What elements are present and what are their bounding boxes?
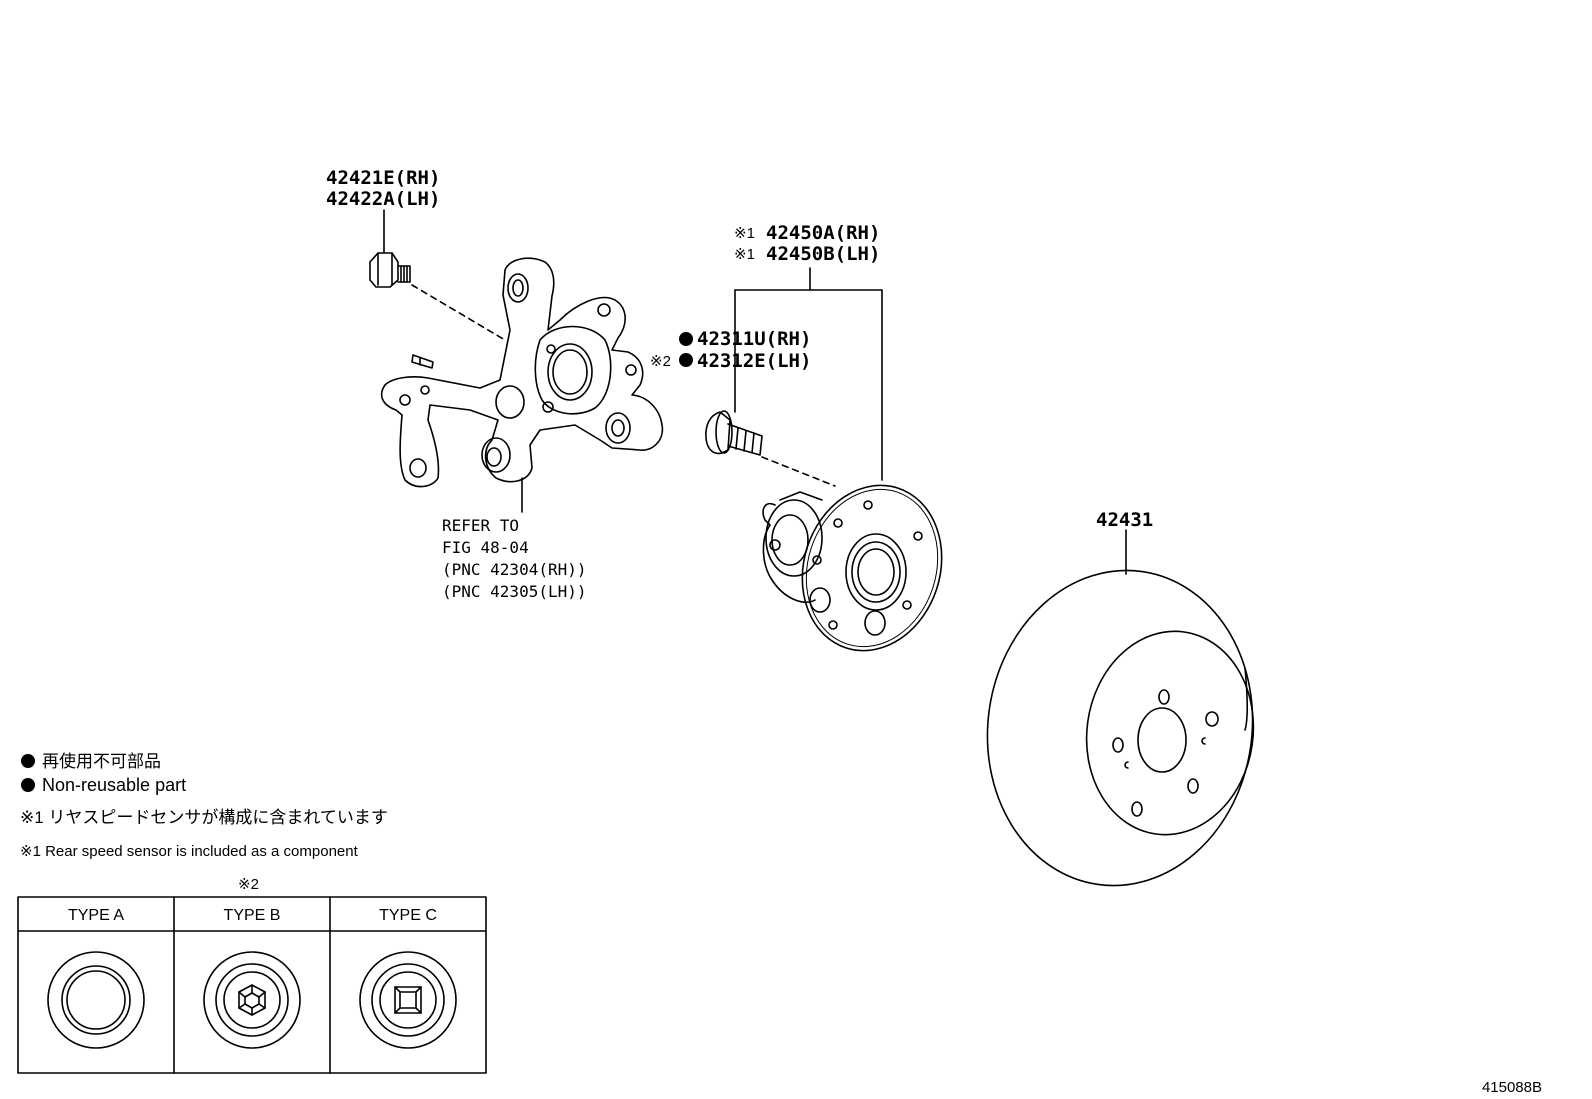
refer-to-line-4: (PNC 42305(LH)): [442, 582, 587, 601]
callout-hub-mark-2: ※1: [734, 246, 755, 263]
legend-bullet-icon: [21, 754, 35, 768]
refer-to-line-1: REFER TO: [442, 516, 519, 535]
refer-to-line-2: FIG 48-04: [442, 538, 529, 557]
type-c-nut-icon: [359, 951, 457, 1049]
type-table-header-b: TYPE B: [224, 907, 281, 924]
type-a-nut-icon: [47, 951, 145, 1049]
callout-rotor: 42431: [1096, 509, 1153, 531]
non-reusable-bullet-icon: [679, 353, 693, 367]
legend-non-reusable-jp: 再使用不可部品: [42, 751, 161, 771]
disc-rotor-drawing: [986, 529, 1255, 887]
legend-note1-jp: ※1 リヤスピードセンサが構成に含まれています: [20, 808, 388, 827]
legend-note1-en: ※1 Rear speed sensor is included as a co…: [20, 843, 359, 860]
callout-knuckle-bolt-lh: 42422A(LH): [326, 188, 440, 210]
callout-knuckle-bolt-rh: 42421E(RH): [326, 167, 440, 189]
legend-non-reusable-en: Non-reusable part: [42, 775, 186, 795]
type-table-mark: ※2: [238, 876, 259, 893]
type-table-header-a: TYPE A: [68, 907, 124, 924]
illustration-id: 415088B: [1482, 1079, 1542, 1096]
callout-hub-lh: 42450B(LH): [766, 243, 880, 265]
type-table-header-c: TYPE C: [379, 907, 437, 924]
type-table: [17, 896, 487, 1074]
callout-hub-mark-1: ※1: [734, 225, 755, 242]
legend-bullet-icon: [21, 778, 35, 792]
hub-bolt-drawing: [705, 267, 883, 487]
non-reusable-bullet-icon: [679, 332, 693, 346]
callout-hub-bolt-rh: 42311U(RH): [697, 328, 811, 350]
callout-hub-bolt-mark: ※2: [650, 353, 671, 370]
callout-hub-bolt-lh: 42312E(LH): [697, 350, 811, 372]
refer-to-line-3: (PNC 42304(RH)): [442, 560, 587, 579]
type-b-nut-icon: [203, 951, 301, 1049]
hub-bearing-drawing: [762, 484, 943, 652]
knuckle-drawing: [380, 257, 664, 513]
callout-hub-rh: 42450A(RH): [766, 222, 880, 244]
knuckle-bolt-drawing: [369, 209, 506, 341]
